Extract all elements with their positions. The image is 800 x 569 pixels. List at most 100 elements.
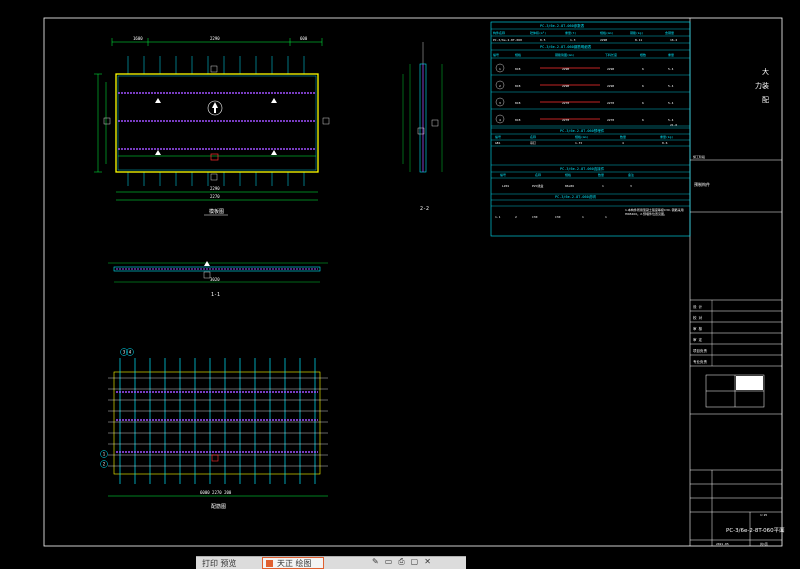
rebar-marker-circle [126,348,134,356]
table2-cell: 6 [642,84,644,88]
page-count: 共1页 [760,541,768,546]
table2-cell: 2290 [562,67,569,71]
table2-cell: 5.4 [668,67,674,71]
table3-c1: 吊钉 [530,140,536,145]
table5-title: PC-3/6e-2-8T-060说明 [555,194,596,199]
rebar-marker-label: 1 [103,452,106,457]
table1-c5: 16.2 [670,38,677,42]
table2-cell: 2290 [562,84,569,88]
table1-h2: 重量(t) [565,30,577,35]
table1-c0: PC-3/6e-2-8T-060 [493,38,522,42]
table2-cell: 2270 [562,101,569,105]
title-row-label: 项目负责 [693,348,707,353]
table2-row-circle [495,63,505,73]
table5-c3: C30 [555,215,561,219]
table4-h1: 名称 [535,172,541,177]
table2-title: PC-3/6e-2-8T-060钢筋明细表 [540,44,592,49]
app-icon [266,560,273,567]
dim-rebar-bot: 6000 2270 200 [200,490,232,495]
table4-h4: 备注 [628,172,634,177]
active-tab[interactable]: 天正 绘图 [262,557,324,569]
table3-h4: 重量(kg) [660,134,673,139]
table4-c2: 86x86 [565,184,574,188]
table1-h1: 砼体积(m³) [530,30,546,35]
dim-bot-a: 2290 [210,186,220,191]
table4-c0: LZ01 [502,184,509,188]
date: 2021.05 [716,542,729,546]
drawing-frame [43,17,783,547]
panel-outline [115,73,319,173]
stage-value: 预制构件 [694,181,710,187]
table2-cell: 8C8 [515,67,521,71]
table2-cell: 8C8 [515,101,521,105]
table3-h1: 名称 [530,134,536,139]
section-11-label: 1-1 [211,292,220,298]
table2-cell: 6 [642,118,644,122]
rebar-marker-circle [100,460,108,468]
table5-c2: C30 [532,215,538,219]
table3-h3: 数量 [620,134,626,139]
rebar-marker-circle [120,348,128,356]
table1-c1: 0.5 [540,38,546,42]
table2-h3: 下料长度 [605,52,617,57]
table3-c3: 4 [622,141,624,145]
table5-c1: 2 [515,215,517,219]
table2-h1: 规格 [515,52,521,57]
table1-h0: 构件名称 [493,30,505,35]
table4-h3: 数量 [598,172,604,177]
close-icon[interactable]: ✕ [424,557,437,566]
pen-icon[interactable]: ✎ [372,557,385,566]
table2-cell: 2270 [607,101,614,105]
print-preview-tab[interactable]: 打印 预览 [202,559,237,568]
title-row-label: 审 核 [693,326,703,331]
table1-c3: 2290 [600,38,607,42]
section-2-2: 2-2 [402,42,443,212]
section-22-label: 2-2 [420,206,429,212]
table3-c4: 0.6 [662,141,668,145]
table2-row-circle [495,80,505,90]
table5-c5: 1 [605,215,607,219]
table2-cell: 8C8 [515,84,521,88]
rebar-marker-circle [100,450,108,458]
title-top-1: 力装 [755,81,769,90]
table4-c1: PVC线盒 [532,183,543,188]
folder-icon[interactable]: ▭ [384,557,399,566]
table2-h4: 根数 [640,52,646,57]
table2-row-circle [495,97,505,107]
table5-note: 1.本构件所用混凝土强度等级C30, 钢筋采用HRB400。2.预埋件位置见图。 [625,208,684,216]
printer-icon[interactable]: ⎙ [398,557,411,566]
table2-cell: 4 [499,118,501,122]
table2-h0: 编号 [493,52,499,57]
dim-top-mid: 2290 [210,36,220,41]
scale: 1:25 [760,513,767,517]
table2-cell: 5.4 [668,101,674,105]
schedule-tables: PC-3/6e-2-8T-060参数表 构件名称 砼体积(m³) 重量(t) 规… [490,21,691,237]
table4-h2: 规格 [565,172,571,177]
table2-cell: 1 [499,67,501,71]
plan-view: 1600 2290 600 2290 2270 模板图 [94,36,330,216]
active-tab-label: 天正 绘图 [277,559,312,568]
window-icon[interactable]: ▢ [410,557,425,566]
title-row-label: 专业负责 [693,359,707,364]
table2-h5: 重量 [668,52,674,57]
table2-cell: 8C8 [515,118,521,122]
rebar-marker-label: 3 [123,350,126,355]
dim-bot-b: 2270 [210,194,220,199]
rebar-view-label: 配筋图 [211,503,226,510]
table5-c0: 1-1 [495,215,501,219]
table2-cell: 2290 [607,67,614,71]
toolbar-icons: ✎▭⎙▢✕ [372,557,437,567]
table4-h0: 编号 [500,172,506,177]
title-row-label: 审 定 [693,337,703,342]
table4-title: PC-3/6e-2-8T-060连接件 [560,166,605,171]
table1-h3: 规格(mm) [600,30,613,35]
table2-cell: 5.4 [668,84,674,88]
table2-cell: 2270 [607,118,614,122]
table2-total: 21.6 [670,123,677,127]
table3-h2: 规格(mm) [575,134,588,139]
table1-h4: 钢筋(kg) [630,30,643,35]
bottom-toolbar: 打印 预览 天正 绘图 ✎▭⎙▢✕ [196,556,466,569]
table3-title: PC-3/6e-2-8T-060预埋件 [560,128,605,133]
